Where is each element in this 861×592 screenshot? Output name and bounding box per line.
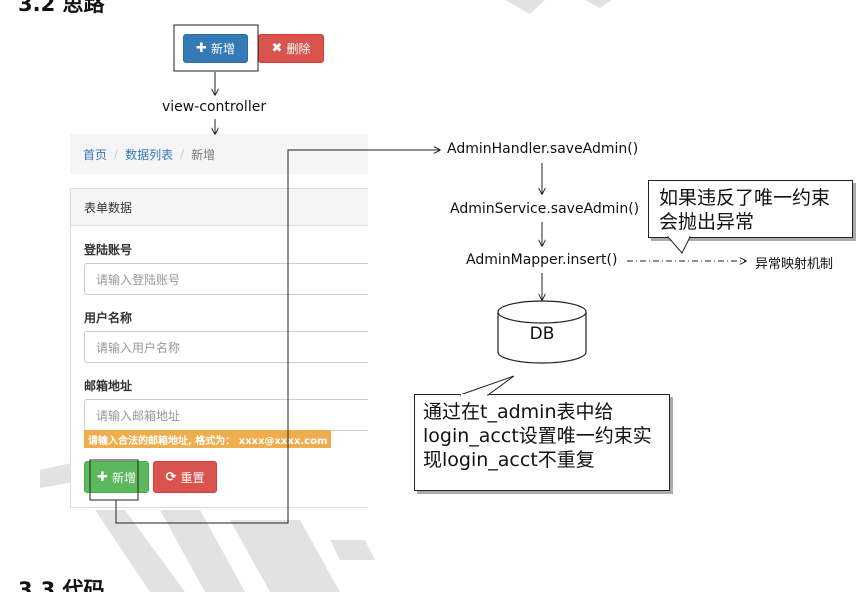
submit-to-handler-line	[115, 150, 440, 524]
breadcrumb-home[interactable]: 首页	[83, 147, 108, 162]
form-panel-title: 表单数据	[71, 189, 368, 226]
highlight-box-submit	[89, 459, 139, 501]
email-label: 邮箱地址	[84, 379, 133, 393]
breadcrumb-separator: /	[180, 147, 185, 161]
plus-icon: ✚	[196, 41, 207, 56]
name-input[interactable]: 请输入用户名称	[84, 331, 368, 363]
exception-callout-text: 如果违反了唯一约束会抛出异常	[659, 187, 831, 233]
account-input[interactable]: 请输入登陆账号	[84, 263, 368, 295]
email-hint-badge: 请输入合法的邮箱地址, 格式为： xxxx@xxxx.com	[84, 430, 332, 448]
section-heading-bottom: 3.3 代码	[18, 578, 105, 592]
breadcrumb-separator: /	[114, 147, 119, 161]
db-label: DB	[529, 324, 555, 344]
reset-label: 重置	[180, 470, 205, 485]
breadcrumb-list[interactable]: 数据列表	[125, 147, 174, 162]
plus-icon: ✚	[97, 469, 108, 485]
account-label: 登陆账号	[84, 243, 133, 257]
unique-callout: 通过在t_admin表中给login_acct设置唯一约束实现login_acc…	[414, 394, 670, 491]
exception-callout: 如果违反了唯一约束会抛出异常	[648, 180, 853, 238]
reset-button[interactable]: ⟳ 重置	[153, 461, 217, 493]
mapper-label: AdminMapper.insert()	[466, 252, 618, 268]
email-input[interactable]: 请输入邮箱地址	[84, 399, 368, 431]
section-heading-top: 3.2 思路	[18, 0, 105, 16]
close-icon: ✖	[271, 41, 283, 56]
add-button-top[interactable]: ✚ 新增	[183, 34, 248, 63]
highlight-box-top	[173, 24, 259, 72]
handler-label: AdminHandler.saveAdmin()	[447, 141, 639, 157]
name-label: 用户名称	[84, 311, 133, 325]
delete-button-label: 删除	[286, 42, 311, 56]
exception-mapping-label: 异常映射机制	[755, 257, 834, 272]
view-controller-label: view-controller	[162, 99, 267, 115]
breadcrumb: 首页 / 数据列表 / 新增	[70, 134, 368, 174]
add-button-label: 新增	[210, 42, 235, 56]
unique-callout-text: 通过在t_admin表中给login_acct设置唯一约束实现login_acc…	[423, 401, 652, 471]
refresh-icon: ⟳	[165, 469, 177, 485]
service-label: AdminService.saveAdmin()	[450, 201, 640, 217]
breadcrumb-current: 新增	[191, 147, 216, 162]
submit-add-label: 新增	[111, 470, 136, 485]
database-icon	[497, 300, 587, 364]
